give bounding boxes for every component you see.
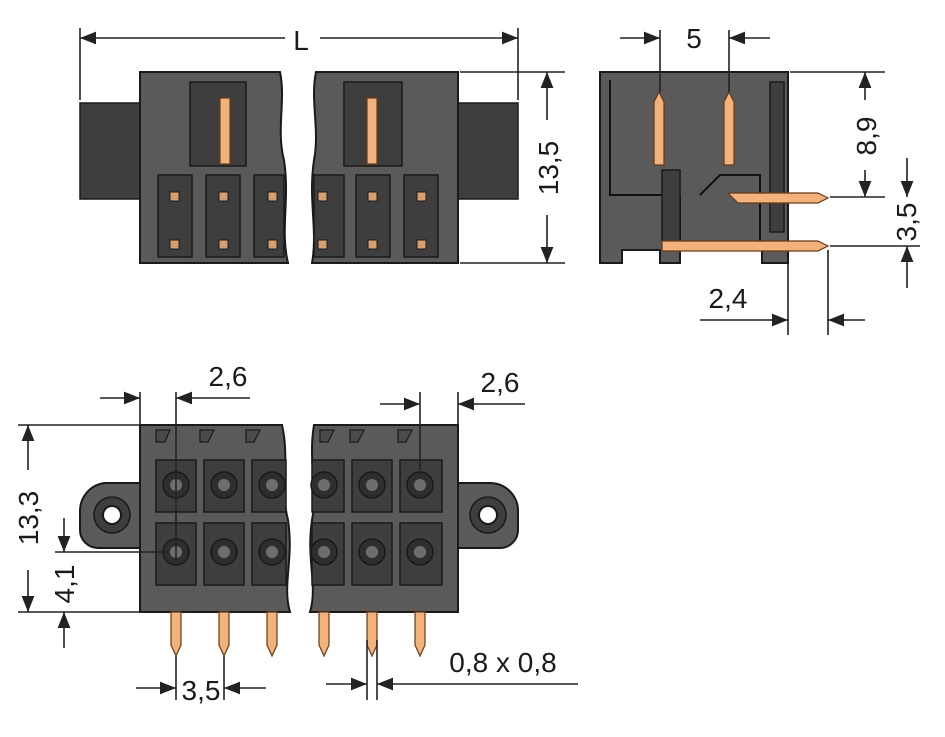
bottom-pins xyxy=(170,611,426,658)
dim-side-upper-label: 8,9 xyxy=(851,117,882,156)
mounting-hole-right xyxy=(478,505,498,525)
front-left-flange xyxy=(79,102,143,200)
dim-flange-left-label: 2,6 xyxy=(209,361,248,392)
dim-bottom-pitch-label: 3,5 xyxy=(182,675,221,706)
dim-flange-right-label: 2,6 xyxy=(481,367,520,398)
dim-side-pin-spacing-label: 3,5 xyxy=(891,203,922,242)
side-pin-horizontal-upper xyxy=(726,192,830,204)
front-left-channel xyxy=(189,81,247,167)
front-right-flange xyxy=(454,102,519,200)
dim-side-offset-label: 2,4 xyxy=(709,283,748,314)
dim-front-height-label: 13,5 xyxy=(533,141,564,196)
dim-bottom-height-label: 13,3 xyxy=(13,491,44,546)
side-pin-horizontal-lower xyxy=(661,240,830,252)
bottom-sockets xyxy=(162,471,434,566)
front-pin-left xyxy=(219,97,231,165)
front-view: L 13,5 xyxy=(79,25,565,264)
side-back-wall xyxy=(769,81,785,233)
side-inner-wall xyxy=(661,169,681,249)
side-pin-vertical-1 xyxy=(653,90,665,166)
side-view: 5 8,9 3,5 2,4 xyxy=(599,23,922,335)
dim-row-offset-label: 4,1 xyxy=(49,565,80,604)
dim-side-pitch-label: 5 xyxy=(686,23,702,54)
bottom-view: 2,6 2,6 13,3 4,1 3,5 0,8 x 0,8 xyxy=(13,361,578,706)
front-contact-slots xyxy=(157,174,439,258)
front-pin-right xyxy=(366,97,378,165)
side-pin-vertical-2 xyxy=(723,90,735,166)
dim-pin-section-label: 0,8 x 0,8 xyxy=(449,647,556,678)
dim-length-label: L xyxy=(293,25,309,56)
bottom-latches xyxy=(155,429,413,443)
mounting-hole-left xyxy=(102,505,122,525)
